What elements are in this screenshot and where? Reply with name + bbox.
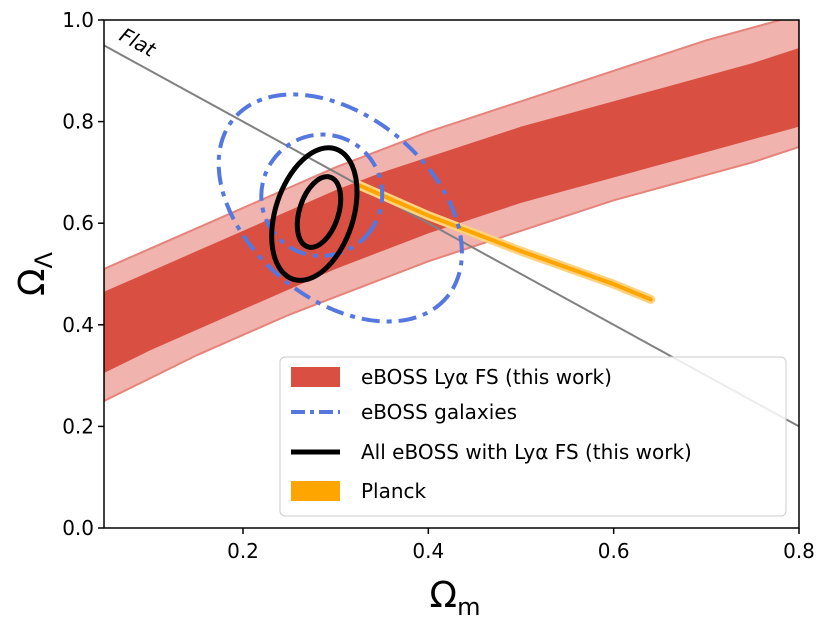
legend: eBOSS Lyα FS (this work) eBOSS galaxies … — [279, 356, 787, 517]
x-tick-label-2: 0.4 — [412, 539, 444, 563]
legend-label-planck: Planck — [361, 479, 427, 503]
y-tick-label-1: 0.0 — [62, 516, 94, 540]
y-axis-label-main: Ω — [12, 268, 53, 296]
x-tick-label-3: 0.6 — [598, 539, 630, 563]
y-tick-label-4: 0.6 — [62, 211, 94, 235]
y-axis: 0.0 0.2 0.4 0.6 0.8 1.0 — [62, 8, 104, 540]
y-tick-label-6: 1.0 — [62, 8, 94, 32]
x-axis-label-subscript: m — [457, 593, 480, 621]
legend-swatch-lya — [291, 367, 340, 387]
galaxies-contour-1 — [216, 92, 464, 324]
x-tick-label-1: 0.2 — [227, 539, 259, 563]
y-tick-label-2: 0.2 — [62, 414, 94, 438]
legend-swatch-planck — [291, 481, 340, 501]
plot-area — [104, 20, 799, 428]
plot-frame — [103, 19, 800, 529]
legend-label-galaxies: eBOSS galaxies — [361, 400, 517, 424]
x-axis-label: Ωm — [430, 575, 481, 621]
legend-box — [279, 356, 787, 517]
x-tick-label-4: 0.8 — [783, 539, 815, 563]
legend-label-lya: eBOSS Lyα FS (this work) — [361, 365, 612, 389]
x-axis: 0.2 0.4 0.6 0.8 — [227, 528, 815, 563]
galaxies-contour-2 — [259, 132, 385, 258]
all-eboss-contour-1 — [269, 145, 360, 283]
y-tick-label-3: 0.4 — [62, 313, 94, 337]
all-eboss-contour-2 — [294, 174, 344, 250]
y-axis-label-subscript: Λ — [30, 251, 58, 268]
y-axis-label: ΩΛ — [12, 251, 58, 296]
planck-inner — [356, 183, 653, 302]
y-tick-label-5: 0.8 — [62, 110, 94, 134]
legend-label-all-eboss: All eBOSS with Lyα FS (this work) — [361, 440, 692, 464]
x-axis-label-main: Ω — [430, 575, 458, 616]
